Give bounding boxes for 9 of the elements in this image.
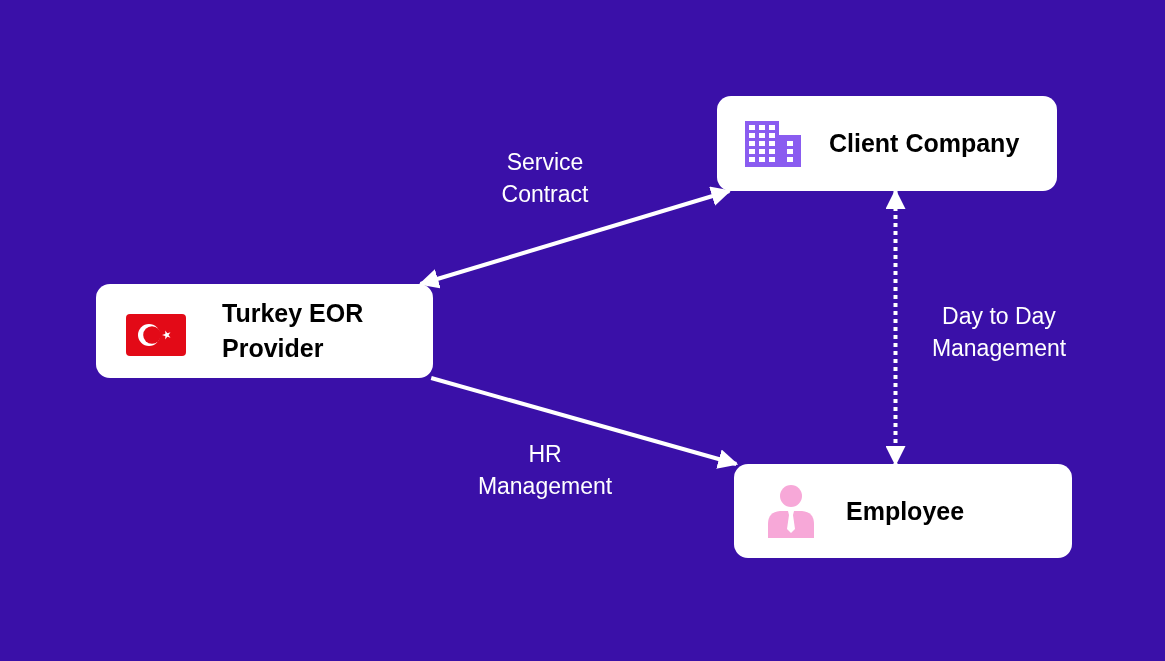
process-box — [734, 464, 1072, 558]
process-box — [96, 284, 433, 378]
arrow — [418, 186, 732, 289]
process-box — [717, 96, 1057, 191]
node-label: Turkey EOR Provider — [222, 298, 365, 364]
arrow — [885, 189, 906, 466]
node-label: Client Company — [829, 128, 1020, 159]
arrow — [430, 376, 739, 469]
node-label: Employee — [846, 495, 965, 527]
